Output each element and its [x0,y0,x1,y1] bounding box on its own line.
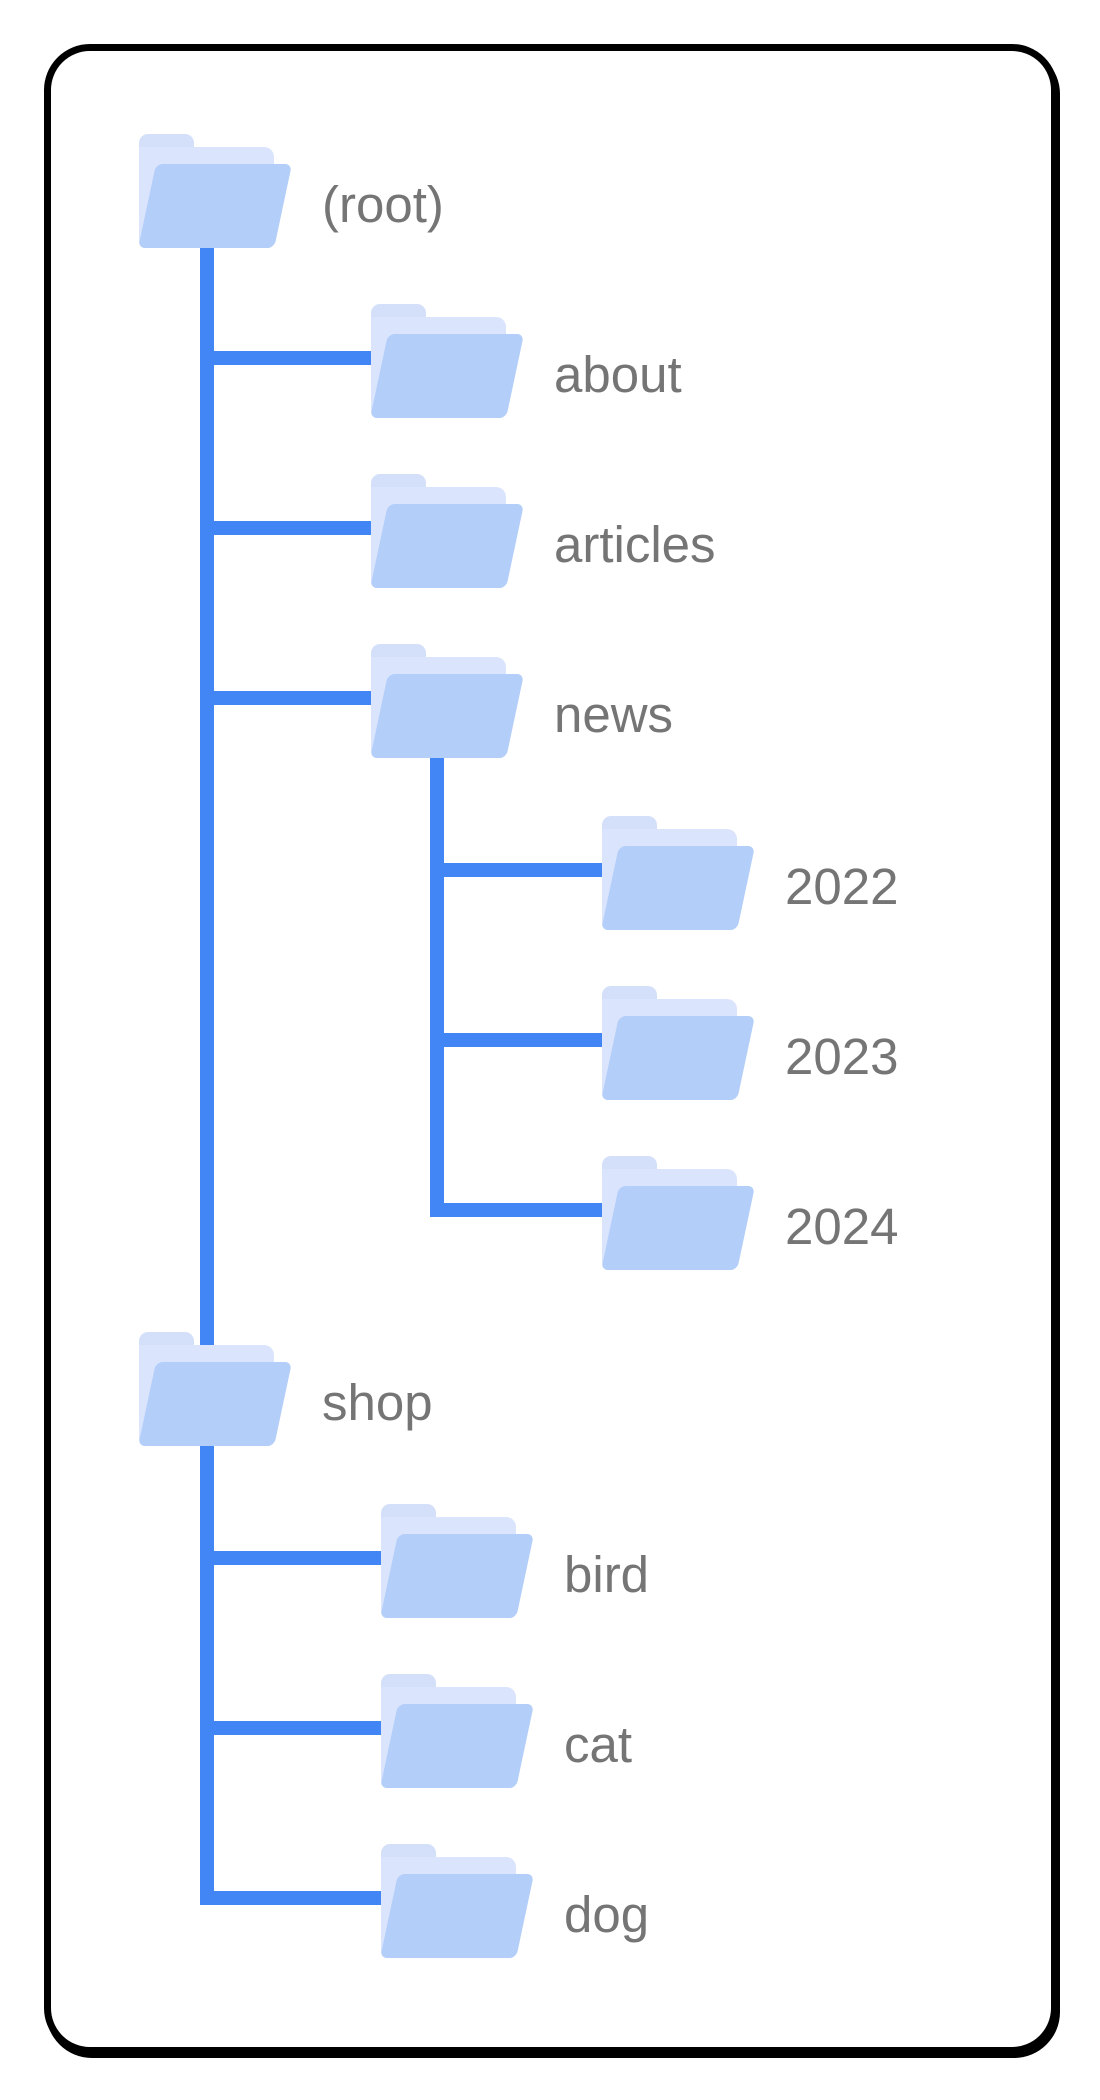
folder-front [380,1874,534,1958]
folder-front [370,504,524,588]
connector-branch-2024 [430,1203,611,1217]
folder-front [601,1186,755,1270]
node-label-2022: 2022 [785,858,899,915]
node-label-dog: dog [564,1886,650,1943]
node-label-shop: shop [322,1374,433,1431]
folder-front [138,1362,292,1446]
connector-branch-cat [200,1721,388,1735]
folder-icon-news [370,644,524,758]
folder-icon-2024 [601,1156,755,1270]
folder-icon-2022 [601,816,755,930]
folder-front [601,846,755,930]
folder-icon-2023 [601,986,755,1100]
folder-icon-root [138,134,292,248]
node-label-cat: cat [564,1716,633,1773]
connector-branch-bird [200,1551,388,1565]
node-label-root: (root) [322,176,444,233]
diagram-card [44,44,1058,2054]
connector-branch-news [200,691,378,705]
connector-branch-dog [200,1891,388,1905]
folder-front [370,334,524,418]
folder-icon-cat [380,1674,534,1788]
connector-branch-articles [200,521,378,535]
node-label-articles: articles [554,516,716,573]
folder-icon-bird [380,1504,534,1618]
folder-icon-about [370,304,524,418]
node-label-2023: 2023 [785,1028,899,1085]
node-label-2024: 2024 [785,1198,899,1255]
folder-icon-shop [138,1332,292,1446]
connector-root-trunk [200,248,214,1905]
folder-front [380,1534,534,1618]
connector-branch-about [200,351,378,365]
folder-icon-dog [380,1844,534,1958]
connector-branch-2022 [430,863,611,877]
node-label-news: news [554,686,674,743]
node-label-bird: bird [564,1546,650,1603]
folder-front [601,1016,755,1100]
node-label-about: about [554,346,682,403]
folder-front [370,674,524,758]
folder-front [138,164,292,248]
connector-branch-2023 [430,1033,611,1047]
folder-front [380,1704,534,1788]
folder-icon-articles [370,474,524,588]
connector-news-trunk [430,758,444,1217]
